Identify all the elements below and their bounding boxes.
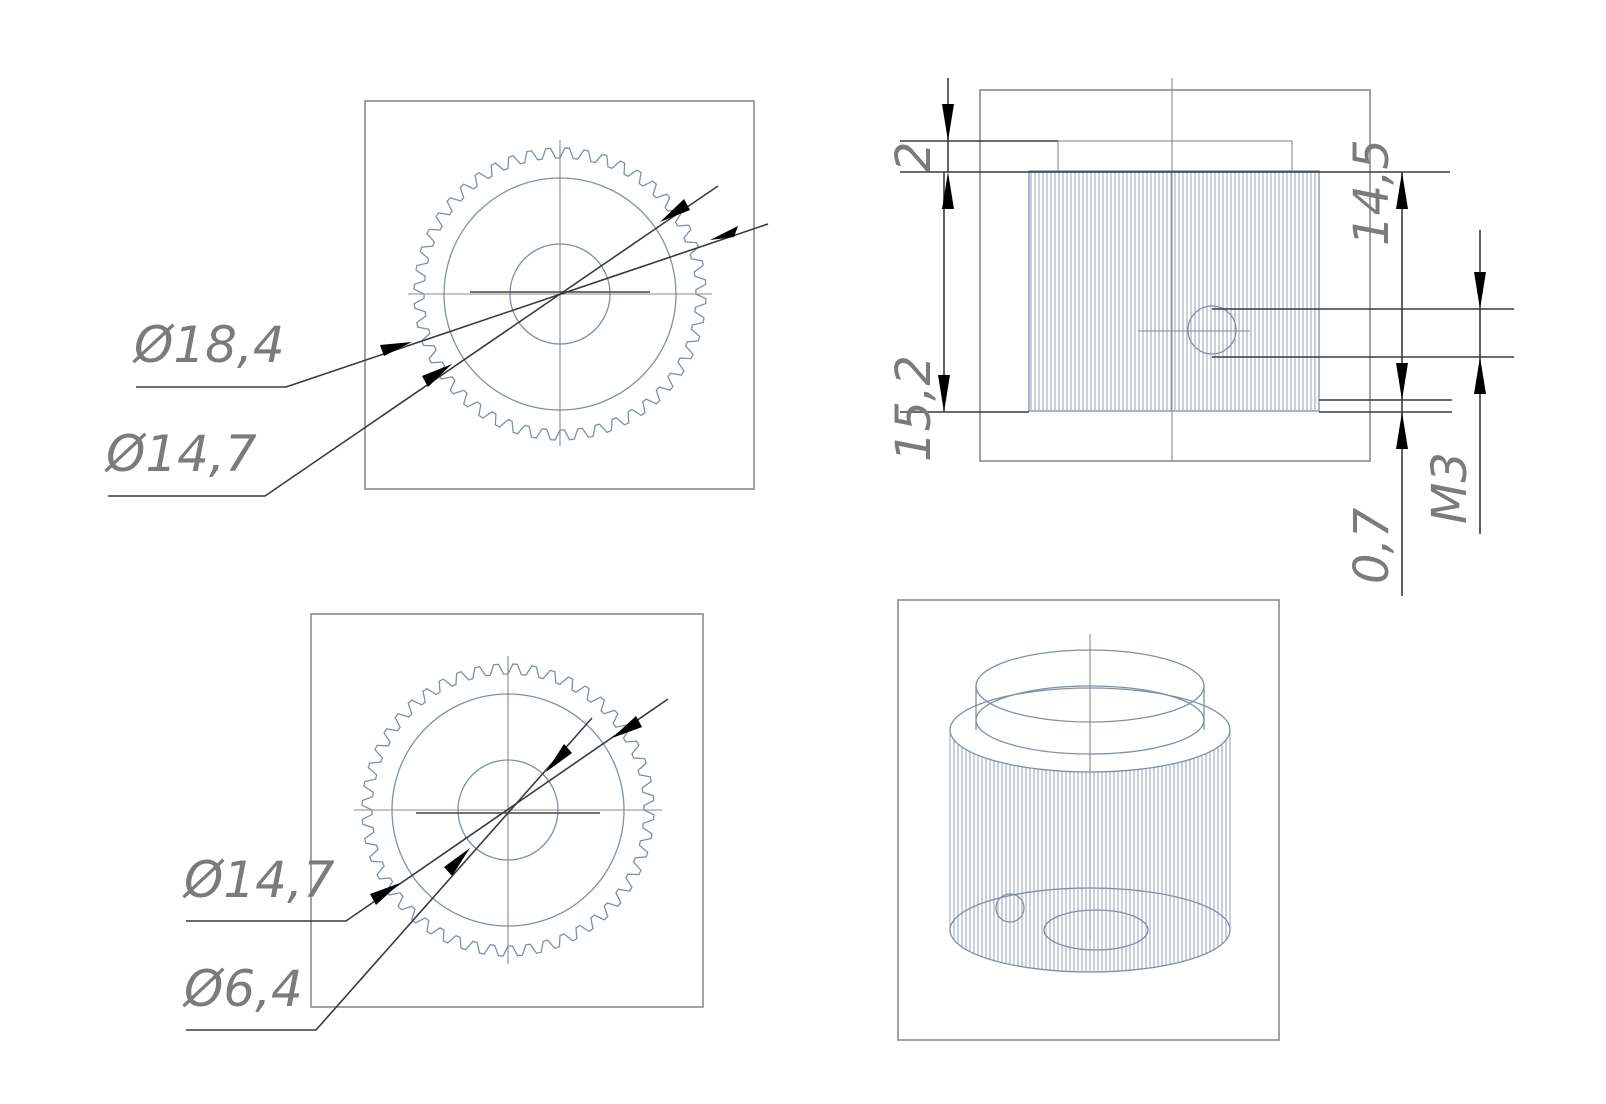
bottom-view-arrow-inner-left bbox=[444, 848, 470, 876]
top-view-arrow-inner-left bbox=[422, 364, 452, 387]
bottom-view-frame bbox=[310, 613, 704, 1008]
top-view-arrow-outer-right bbox=[710, 226, 738, 240]
side-view-setscrew-hole bbox=[1187, 305, 1237, 355]
arrow-14-5-top bbox=[1396, 172, 1408, 209]
iso-view-setscrew-hole bbox=[995, 893, 1025, 923]
arrow-0-7-bottom bbox=[1396, 412, 1408, 449]
iso-view-frame bbox=[897, 599, 1280, 1041]
top-view-leader-inner bbox=[108, 185, 719, 497]
top-view-outer-diameter-label: Ø18,4 bbox=[132, 316, 285, 374]
side-view-label-14-5: 14,5 bbox=[1344, 139, 1400, 246]
bottom-view-arrow-inner-right bbox=[546, 744, 572, 772]
bottom-view-arrow-outer-right bbox=[612, 716, 642, 738]
iso-view-body-top-edge bbox=[949, 687, 1231, 773]
top-view-inner-diameter-label: Ø14,7 bbox=[104, 425, 257, 483]
side-view: 2 15,2 14,5 0,7 M3 bbox=[886, 78, 1514, 596]
arrow-14-5-bottom bbox=[1396, 363, 1408, 400]
side-view-frame bbox=[979, 89, 1371, 462]
bottom-view-leader-outer bbox=[186, 698, 669, 922]
iso-view-collar-bottom bbox=[975, 685, 1205, 755]
side-view-label-15-2: 15,2 bbox=[886, 355, 942, 462]
arrow-m3-top bbox=[1474, 272, 1486, 309]
side-view-label-2: 2 bbox=[886, 141, 942, 172]
side-view-label-0-7: 0,7 bbox=[1344, 507, 1400, 584]
top-view-frame bbox=[364, 100, 755, 490]
bottom-view-outer-diameter-label: Ø14,7 bbox=[182, 851, 335, 909]
iso-view-body-bottom-edge bbox=[949, 887, 1231, 973]
arrow-m3-bottom bbox=[1474, 357, 1486, 394]
side-view-label-m3: M3 bbox=[1422, 452, 1478, 524]
top-view-arrow-outer-left bbox=[380, 342, 412, 356]
arrow-2-top bbox=[942, 104, 954, 141]
iso-view-knurled-body bbox=[949, 730, 1231, 972]
bottom-view-bore-diameter-label: Ø6,4 bbox=[182, 960, 303, 1018]
arrow-2-bottom bbox=[942, 172, 954, 209]
bottom-view-arrow-outer-left bbox=[370, 883, 400, 905]
side-view-knurled-body bbox=[1030, 172, 1316, 410]
iso-view bbox=[897, 599, 1280, 1041]
arrow-15-2-bottom bbox=[938, 375, 950, 412]
side-view-body-outline bbox=[1028, 170, 1320, 412]
iso-view-bore-bottom bbox=[1043, 909, 1149, 951]
top-view-leader-outer bbox=[136, 223, 769, 388]
side-view-collar bbox=[1057, 140, 1293, 172]
top-view-arrow-inner-right bbox=[660, 199, 690, 222]
bottom-view-leader-inner bbox=[186, 717, 593, 1031]
top-view: Ø18,4 Ø14,7 bbox=[104, 100, 769, 497]
bottom-view: Ø14,7 Ø6,4 bbox=[182, 613, 704, 1031]
